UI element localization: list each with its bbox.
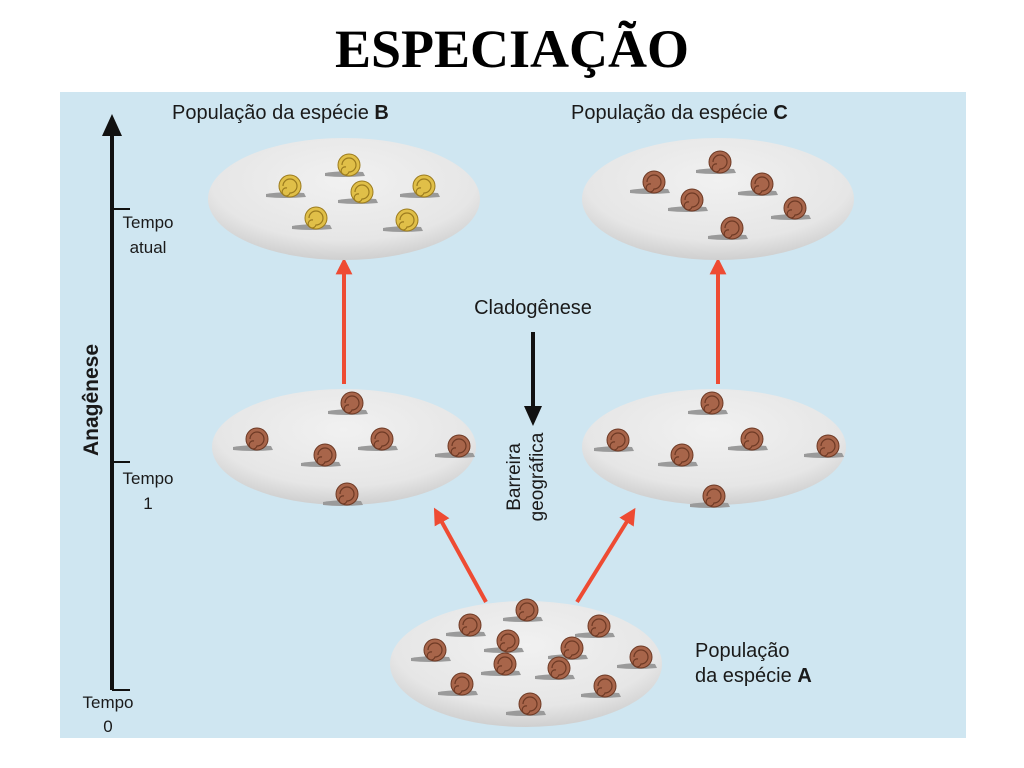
time-label-current-line2: atual [130, 238, 167, 257]
barrier-label-line1: Barreira [504, 443, 525, 511]
population-c-disc [582, 138, 854, 260]
time-axis-arrowhead [102, 114, 122, 136]
population-c-label: População da espécie C [571, 102, 788, 124]
barrier-label-line2: geográfica [527, 432, 548, 521]
population-a-label-line1: População [695, 640, 790, 662]
axis-label-anagenesis: Anagênese [80, 344, 103, 456]
population-b-label: População da espécie B [172, 102, 389, 124]
slide-title: ESPECIAÇÃO [334, 19, 690, 79]
speciation-diagram: Anagênese Tempo atual Tempo 1 Tempo 0 Po… [60, 92, 966, 738]
time-label-t1-line2: 1 [143, 494, 152, 513]
population-a-label-line2: da espécie A [695, 665, 812, 687]
time-label-t0-line1: Tempo [82, 693, 133, 712]
time-label-t0-line2: 0 [103, 717, 112, 736]
arrow-a-to-right [575, 507, 636, 604]
population-a-disc [390, 598, 662, 727]
time-label-t1-line1: Tempo [122, 469, 173, 488]
population-left-disc [212, 389, 476, 507]
population-b-disc [208, 138, 480, 260]
population-right-disc [582, 389, 846, 509]
cladogenesis-arrow [524, 332, 542, 426]
arrow-a-to-left [433, 507, 488, 603]
cladogenesis-label: Cladogênese [474, 297, 592, 319]
time-axis [102, 114, 130, 691]
time-label-current-line1: Tempo [122, 213, 173, 232]
